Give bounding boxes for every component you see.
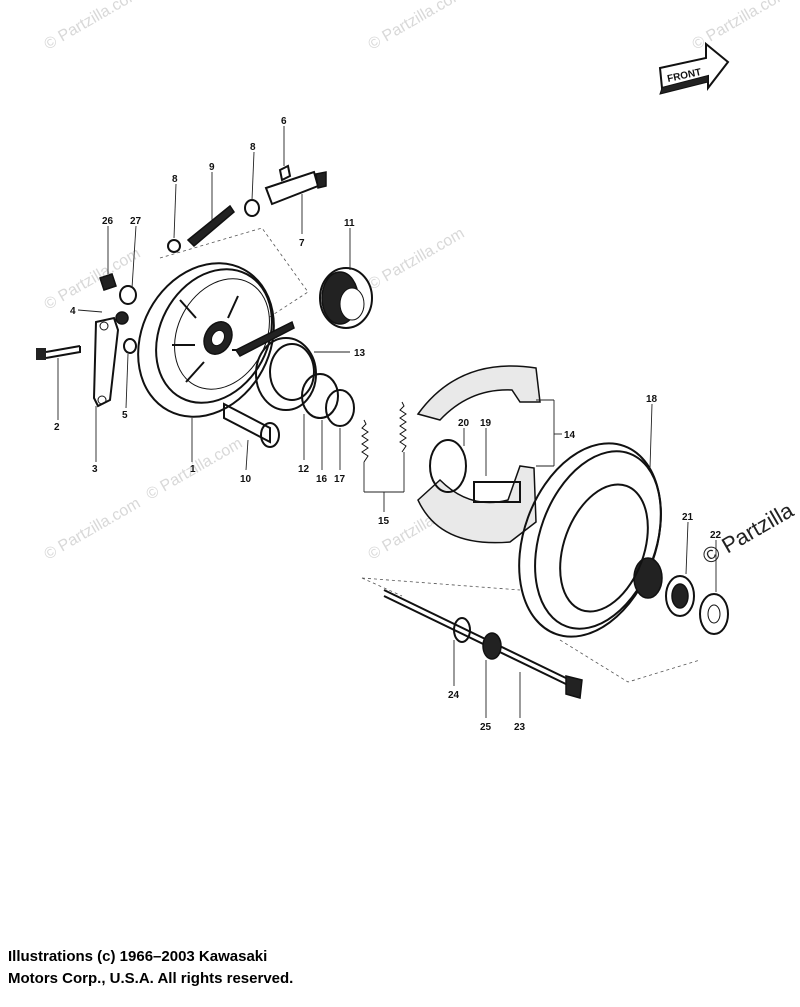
callout-4: 4 xyxy=(70,306,76,317)
callout-24: 24 xyxy=(448,690,460,701)
watermark: © Partzilla.com xyxy=(42,0,144,53)
alignment-lines xyxy=(159,227,701,683)
callout-18: 18 xyxy=(646,394,658,405)
callout-22: 22 xyxy=(710,530,722,541)
callout-7: 7 xyxy=(299,238,305,249)
callout-26: 26 xyxy=(102,216,114,227)
copyright-line-2: Motors Corp., U.S.A. All rights reserved… xyxy=(8,970,294,987)
copyright-notice: Illustrations (c) 1966–2003 Kawasaki Mot… xyxy=(8,946,508,990)
brake-shoes xyxy=(416,365,541,544)
callout-8b: 8 xyxy=(172,174,178,185)
callout-5: 5 xyxy=(122,410,128,421)
callout-14: 14 xyxy=(564,430,576,441)
callout-11: 11 xyxy=(344,218,355,229)
callout-labels: 1 2 3 4 5 6 7 8 8 9 10 11 12 13 14 15 16… xyxy=(54,116,722,733)
callout-3: 3 xyxy=(92,464,98,475)
callout-25: 25 xyxy=(480,722,492,733)
callout-16: 16 xyxy=(316,474,328,485)
callout-27: 27 xyxy=(130,216,142,227)
watermark: © Partzilla.com xyxy=(366,225,468,294)
callout-15: 15 xyxy=(378,516,390,527)
callout-13: 13 xyxy=(354,348,366,359)
seals-and-rings xyxy=(255,337,355,427)
wheel-bearings xyxy=(665,575,729,635)
brake-shoe-springs xyxy=(361,401,407,463)
small-fasteners xyxy=(99,273,137,354)
front-arrow-icon: FRONT xyxy=(658,41,730,95)
brake-cam-lever xyxy=(92,316,120,408)
wheel-hub xyxy=(518,442,663,638)
callout-17: 17 xyxy=(334,474,346,485)
callout-10: 10 xyxy=(240,474,252,485)
brake-panel xyxy=(137,262,295,418)
brake-cam-shaft xyxy=(223,402,280,448)
callout-8a: 8 xyxy=(250,142,256,153)
leader-lines xyxy=(57,126,717,718)
watermark: © Partzilla.com xyxy=(42,495,144,564)
callout-9: 9 xyxy=(209,162,215,173)
copyright-line-1: Illustrations (c) 1966–2003 Kawasaki xyxy=(8,948,268,965)
callout-19: 19 xyxy=(480,418,492,429)
callout-12: 12 xyxy=(298,464,310,475)
callout-6: 6 xyxy=(281,116,287,127)
cam-lever-bolt xyxy=(36,345,81,360)
callout-20: 20 xyxy=(458,418,470,429)
speedometer-gear xyxy=(319,267,373,329)
callout-2: 2 xyxy=(54,422,60,433)
watermark: © Partzilla.com xyxy=(366,0,468,53)
callout-21: 21 xyxy=(682,512,694,523)
watermark: © Partzilla.com xyxy=(690,0,792,53)
callout-1: 1 xyxy=(190,464,196,475)
callout-23: 23 xyxy=(514,722,526,733)
front-axle xyxy=(383,589,583,699)
